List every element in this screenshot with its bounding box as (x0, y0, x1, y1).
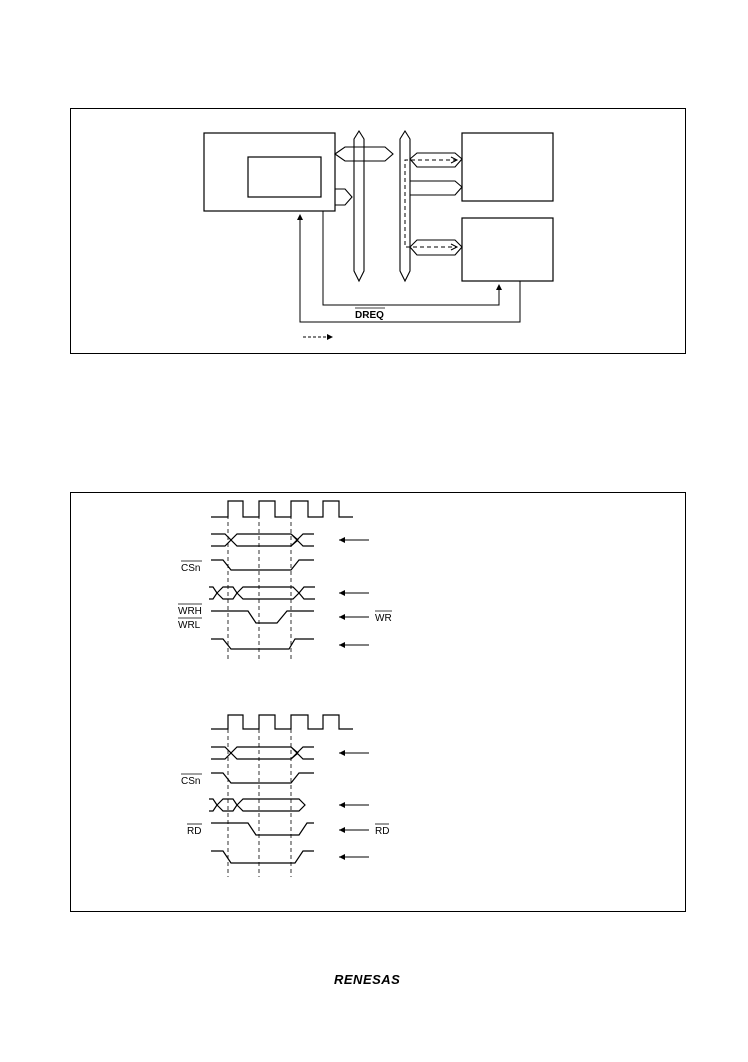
address-bus-connector (335, 188, 353, 206)
external-device-block (461, 217, 554, 282)
write-clock (211, 500, 353, 518)
read-rd (211, 822, 314, 836)
write-data (209, 586, 315, 600)
write-wrh-label: WRH (178, 606, 202, 617)
memory-address-connector (410, 180, 463, 196)
dma-register-block (247, 156, 322, 198)
write-cycle: CSn WRH WRL WR (178, 500, 392, 661)
memory-data-connector (409, 152, 463, 168)
address-bus (353, 129, 365, 283)
dack-line (322, 211, 502, 306)
timing-diagram-frame: CSn WRH WRL WR (70, 492, 686, 912)
write-address (211, 533, 314, 547)
read-cycle: CSn RD RD (181, 714, 389, 877)
read-rd-right-label: RD (375, 826, 389, 837)
dreq-line (297, 214, 521, 323)
renesas-logo: RENESAS (334, 972, 401, 987)
controller-block (203, 132, 336, 212)
write-wrh-wrl (211, 610, 314, 624)
block-diagram: DREQ (203, 129, 554, 340)
write-csn-label: CSn (181, 563, 200, 574)
write-wr-label: WR (375, 613, 392, 624)
device-data-connector (409, 239, 463, 256)
read-rd-label: RD (187, 826, 201, 837)
read-address (211, 746, 314, 760)
read-csn-label: CSn (181, 776, 200, 787)
read-clock (211, 714, 353, 730)
data-bus (399, 129, 411, 283)
timing-diagrams: CSn WRH WRL WR (178, 500, 392, 877)
legend-arrow (327, 334, 333, 340)
block-diagram-frame: DREQ (70, 108, 686, 354)
data-bus-connector (334, 146, 394, 162)
memory-block (461, 132, 554, 202)
read-csn (211, 772, 314, 784)
write-csn (211, 559, 314, 571)
data-flow-path (404, 159, 457, 248)
dreq-label: DREQ (355, 310, 384, 321)
write-dack (211, 638, 314, 650)
write-wrl-label: WRL (178, 620, 201, 631)
read-data (209, 798, 306, 812)
read-dack (211, 850, 314, 864)
